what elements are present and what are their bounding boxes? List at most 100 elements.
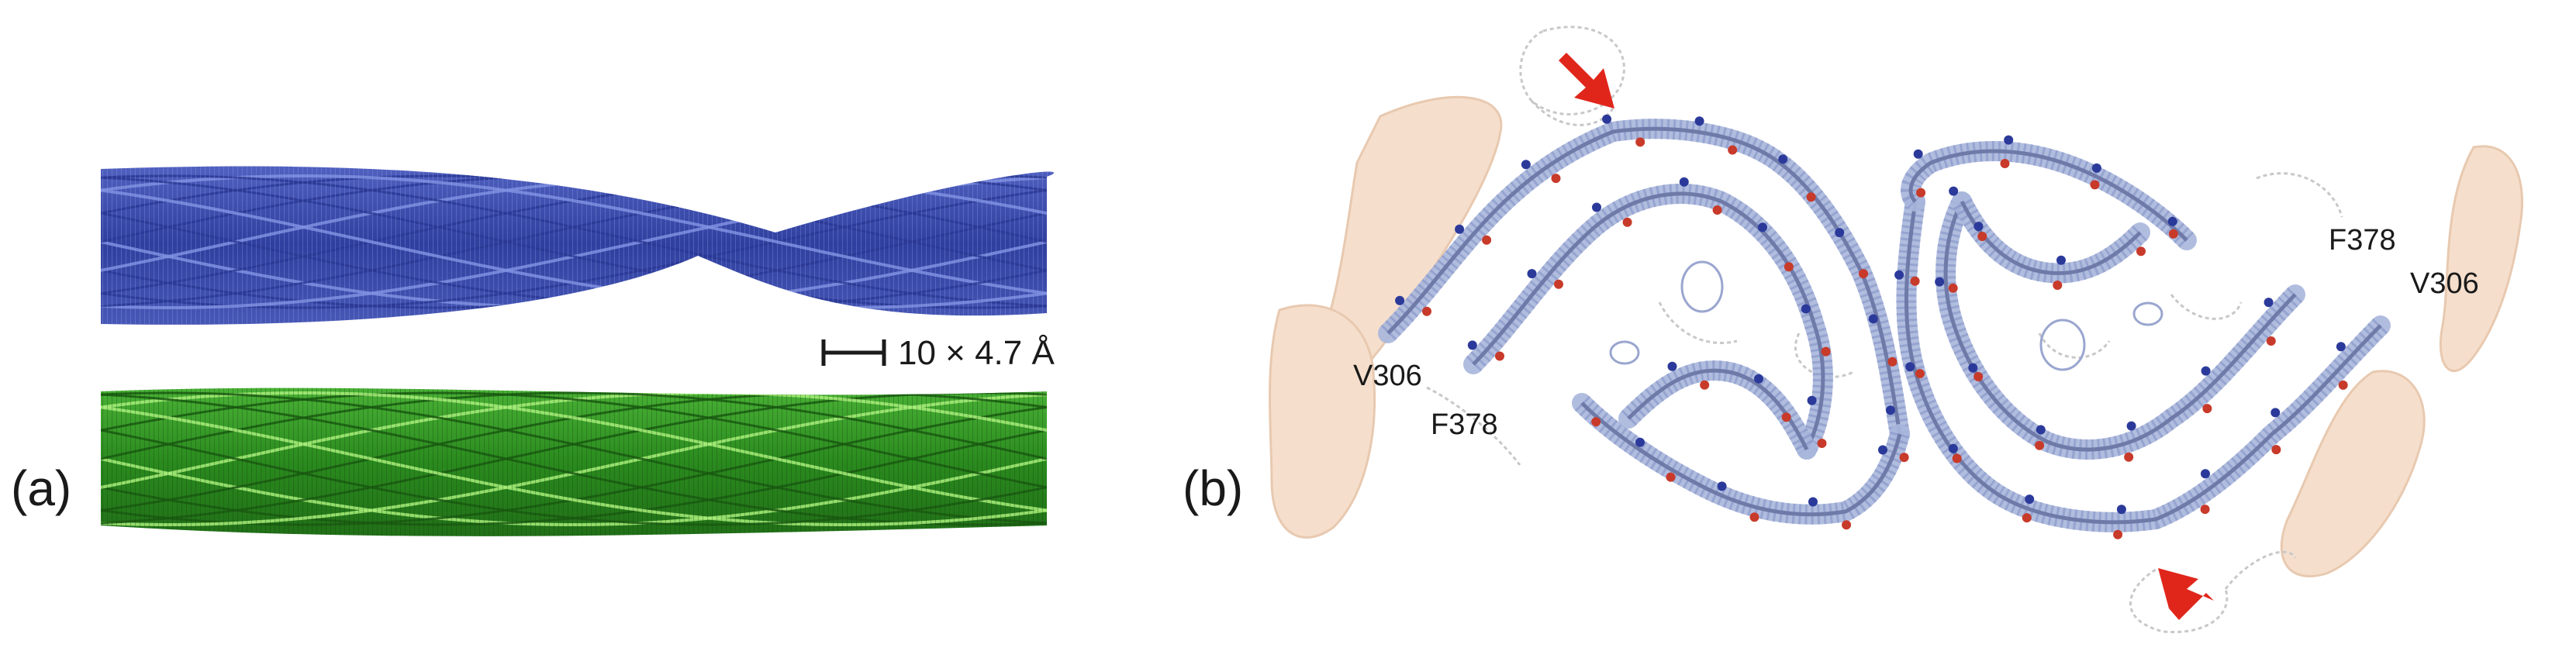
oxygen-atom	[1948, 283, 1958, 293]
density-mesh	[1953, 197, 2148, 284]
nitrogen-atom	[1395, 295, 1405, 305]
nitrogen-atom	[1521, 160, 1531, 170]
nitrogen-atom	[1635, 437, 1645, 447]
nitrogen-atom	[1935, 277, 1945, 287]
panel-a: 10 × 4.7 Å (a)	[11, 166, 1055, 536]
scale-bar	[821, 339, 886, 366]
nitrogen-atom	[1835, 228, 1845, 238]
backbone-trace	[1904, 201, 2382, 525]
oxygen-atom	[1842, 520, 1852, 530]
extra-density-left	[1269, 95, 1503, 539]
oxygen-atom	[1551, 174, 1561, 184]
backbone-trace	[1580, 401, 1902, 517]
residue-label-v306-left: V306	[1353, 360, 1422, 392]
nitrogen-atom	[1467, 340, 1477, 350]
oxygen-atom	[1728, 145, 1738, 155]
nitrogen-atom	[2167, 216, 2177, 226]
oxygen-atom	[1952, 453, 1962, 463]
residue-label-f378-right: F378	[2329, 224, 2396, 257]
extra-density-right	[2280, 145, 2523, 577]
nitrogen-atom	[1868, 314, 1878, 324]
oxygen-atom	[1821, 346, 1831, 357]
oxygen-atom	[1712, 205, 1722, 215]
oxygen-atom	[1422, 306, 1431, 316]
oxygen-atom	[1635, 137, 1645, 147]
oxygen-atom	[2053, 281, 2063, 290]
nitrogen-atom	[2263, 298, 2274, 308]
nitrogen-atom	[1758, 222, 1767, 233]
protofilament-backbones	[1378, 119, 2391, 532]
oxygen-atom	[2022, 513, 2032, 523]
oxygen-atom	[2113, 529, 2123, 539]
oxygen-atom	[1781, 412, 1791, 422]
oxygen-atom	[1495, 351, 1504, 361]
nitrogen-atom	[1807, 395, 1817, 405]
backbone-trace	[1472, 191, 1825, 451]
oxygen-atom	[1859, 269, 1868, 279]
oxygen-atom	[1482, 235, 1492, 245]
nitrogen-atom	[2056, 255, 2066, 265]
nitrogen-atom	[1913, 149, 1923, 159]
oxygen-atom	[2136, 246, 2146, 257]
nitrogen-atom	[1948, 443, 1958, 453]
backbone-trace	[1386, 126, 1902, 435]
nitrogen-atom	[2126, 421, 2136, 431]
nitrogen-atom	[1905, 362, 1915, 372]
nitrogen-atom	[1973, 222, 1984, 232]
oxygen-atom	[2200, 505, 2210, 515]
oxygen-atom	[1899, 453, 1909, 463]
nitrogen-atom	[2036, 425, 2046, 435]
nitrogen-atom	[2091, 163, 2101, 173]
oxygen-atom	[2338, 380, 2348, 390]
oxygen-atom	[2168, 229, 2178, 239]
residue-label-f378-left: F378	[1431, 408, 1498, 441]
nitrogen-atom	[1717, 481, 1727, 491]
oxygen-atom	[2035, 440, 2045, 450]
oxygen-atom	[1973, 372, 1984, 381]
oxygen-atom	[1784, 262, 1794, 272]
internal-density	[1609, 260, 2163, 371]
nitrogen-atom	[1754, 374, 1763, 384]
oxygen-atom	[1554, 279, 1563, 289]
panel-label-b: (b)	[1183, 460, 1243, 516]
oxygen-atom	[2124, 452, 2134, 462]
panel-label-a: (a)	[11, 460, 71, 516]
nitrogen-atom	[1679, 177, 1689, 187]
nitrogen-atom	[2004, 135, 2014, 145]
nitrogen-atom	[1778, 154, 1788, 164]
nitrogen-atom	[1801, 304, 1811, 314]
nitrogen-atom	[1527, 269, 1537, 279]
nitrogen-atom	[1886, 405, 1895, 415]
nitrogen-atom	[2116, 505, 2126, 515]
fibril-green	[101, 388, 1047, 536]
scale-bar-label: 10 × 4.7 Å	[898, 334, 1055, 372]
nitrogen-atom	[1602, 114, 1612, 124]
arrow-bottom	[2158, 568, 2214, 620]
nitrogen-atom	[1878, 445, 1887, 455]
nitrogen-atom	[1667, 361, 1677, 371]
oxygen-atom	[2266, 336, 2276, 346]
nitrogen-atom	[1808, 497, 1818, 507]
nitrogen-atom	[1694, 116, 1704, 126]
nitrogen-atom	[2201, 366, 2211, 376]
oxygen-atom	[1806, 192, 1816, 202]
oxygen-atom	[1749, 512, 1759, 522]
oxygen-atom	[1915, 369, 1925, 379]
panel-b: (b)	[1183, 26, 2523, 634]
oxygen-atom	[2090, 180, 2100, 190]
oxygen-atom	[1666, 472, 1676, 482]
nitrogen-atom	[1949, 186, 1959, 196]
oxygen-atom	[2000, 159, 2010, 168]
residue-label-v306-right: V306	[2410, 267, 2479, 300]
oxygen-atom	[1591, 417, 1601, 427]
oxygen-atom	[1700, 380, 1710, 390]
oxygen-atom	[1910, 276, 1920, 286]
oxygen-atom	[1977, 232, 1987, 241]
nitrogen-atom	[2336, 342, 2346, 352]
oxygen-atom	[1817, 439, 1827, 448]
nitrogen-atom	[1894, 270, 1904, 280]
nitrogen-atom	[2270, 408, 2281, 418]
nitrogen-atom	[1455, 224, 1465, 234]
backbone-trace	[1943, 200, 2297, 452]
